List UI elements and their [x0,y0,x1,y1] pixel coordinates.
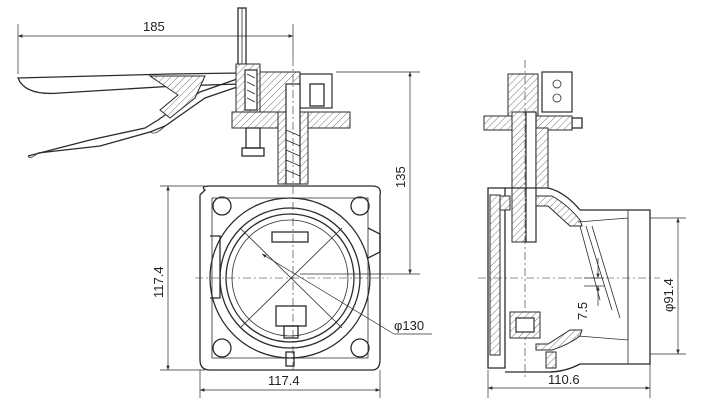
side-view [478,60,660,380]
dim-flange-width: 117.4 [268,373,300,388]
side-body [478,187,660,373]
dimension-lines [17,24,686,398]
dim-handle-length: 185 [143,19,165,34]
dim-body-length: 110.6 [548,372,580,387]
stem-section [483,60,583,380]
handle-lever [17,72,241,158]
dim-outlet-diameter: φ91.4 [661,278,676,312]
flange-body [195,185,388,371]
front-view [17,7,388,372]
bonnet-section [231,58,351,372]
dim-offset: 7.5 [575,302,590,320]
dim-flange-height: 117.4 [151,266,166,298]
dim-stem-height: 135 [393,166,408,188]
dim-port-diameter: φ130 [394,318,424,333]
